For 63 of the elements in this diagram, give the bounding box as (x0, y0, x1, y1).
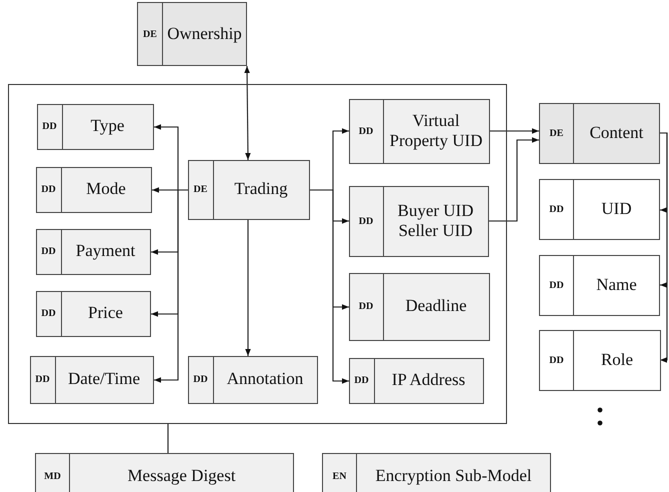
arrow (245, 220, 251, 356)
container-box (8, 84, 507, 424)
data-box (539, 179, 660, 240)
type-code: DD (358, 126, 374, 136)
data-box (539, 255, 660, 316)
type-code: DD (549, 280, 564, 291)
field-name: Price (88, 303, 123, 324)
data-box (348, 186, 488, 256)
field-name: Content (590, 123, 644, 144)
data-box (188, 160, 310, 220)
data-box (322, 453, 551, 492)
data-box (539, 330, 661, 391)
field-name: Deadline (405, 296, 467, 317)
field-name: Ownership (167, 24, 242, 44)
type-code: DD (193, 374, 208, 385)
data-box (137, 2, 247, 66)
type-code: EN (332, 471, 346, 482)
type-code: DD (354, 375, 369, 386)
field-name: Mode (86, 179, 126, 200)
arrow (660, 132, 668, 363)
field-name: Payment (76, 241, 136, 262)
field-name: Encryption Sub-Model (375, 466, 532, 487)
data-box (36, 166, 152, 212)
type-code: DD (41, 246, 56, 257)
field-name: Message Digest (127, 466, 236, 487)
field-name: IP Address (392, 370, 466, 391)
data-box (188, 356, 318, 404)
data-box (36, 290, 150, 336)
data-box (36, 104, 154, 150)
arrow (244, 66, 251, 160)
field-name: Buyer UID Seller UID (396, 200, 474, 242)
data-box (35, 453, 294, 492)
data-box (30, 356, 154, 404)
type-code: DD (549, 204, 564, 215)
data-box (36, 228, 150, 274)
type-code: DE (550, 128, 564, 139)
type-code: DE (143, 28, 157, 40)
field-name: Virtual Property UID (388, 110, 484, 152)
arrow (490, 128, 539, 134)
type-code: DD (41, 308, 56, 319)
field-name: Trading (234, 179, 288, 200)
type-code: DD (35, 374, 50, 385)
field-name: Annotation (226, 369, 304, 390)
type-code: DD (549, 355, 564, 366)
arrow (489, 137, 539, 222)
type-code: DD (41, 184, 56, 195)
type-code: MD (44, 471, 61, 482)
type-code: DD (358, 301, 374, 312)
type-code: DD (358, 216, 374, 226)
connector-line (167, 424, 169, 453)
field-name: UID (601, 199, 632, 220)
data-box (348, 272, 490, 340)
arrow (310, 189, 349, 384)
field-name: Date/Time (68, 369, 140, 390)
type-code: DE (194, 184, 208, 195)
field-name: Name (596, 275, 637, 296)
data-box (539, 103, 660, 164)
data-box (348, 98, 490, 164)
field-name: Type (90, 116, 124, 137)
data-box (348, 358, 484, 404)
field-name: Role (600, 350, 634, 371)
arrow (154, 189, 188, 383)
type-code: DD (42, 121, 57, 132)
